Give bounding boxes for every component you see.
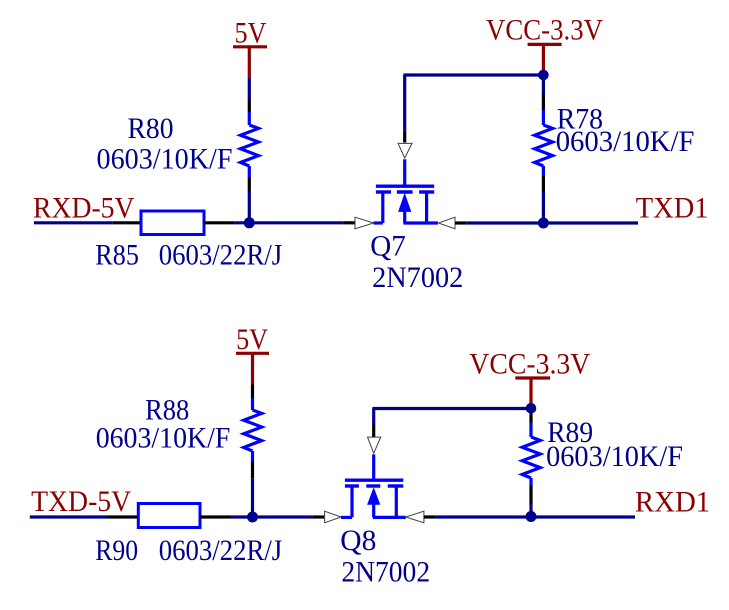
svg-text:0603/10K/F: 0603/10K/F	[97, 143, 233, 176]
svg-text:0603/10K/F: 0603/10K/F	[546, 440, 683, 473]
svg-text:R78: R78	[557, 103, 603, 136]
svg-text:5V: 5V	[235, 16, 267, 49]
svg-text:0603/10K/F: 0603/10K/F	[96, 421, 231, 454]
svg-text:VCC-3.3V: VCC-3.3V	[486, 14, 603, 47]
svg-text:2N7002: 2N7002	[341, 556, 430, 589]
svg-text:0603/22R/J: 0603/22R/J	[159, 238, 283, 271]
svg-text:0603/22R/J: 0603/22R/J	[159, 534, 283, 567]
svg-text:R80: R80	[128, 112, 174, 145]
svg-text:Q7: Q7	[370, 230, 406, 263]
svg-text:Q8: Q8	[340, 524, 376, 557]
svg-text:RXD-5V: RXD-5V	[33, 192, 135, 225]
svg-text:5V: 5V	[236, 323, 268, 356]
svg-text:2N7002: 2N7002	[372, 261, 463, 294]
svg-text:R88: R88	[145, 394, 189, 427]
svg-text:RXD1: RXD1	[635, 485, 710, 518]
svg-text:0603/10K/F: 0603/10K/F	[556, 125, 695, 158]
svg-text:TXD-5V: TXD-5V	[31, 485, 131, 518]
svg-text:VCC-3.3V: VCC-3.3V	[469, 347, 590, 380]
svg-text:R85: R85	[95, 238, 139, 271]
svg-text:R89: R89	[547, 416, 593, 449]
svg-text:TXD1: TXD1	[636, 192, 709, 225]
svg-text:R90: R90	[95, 534, 138, 567]
